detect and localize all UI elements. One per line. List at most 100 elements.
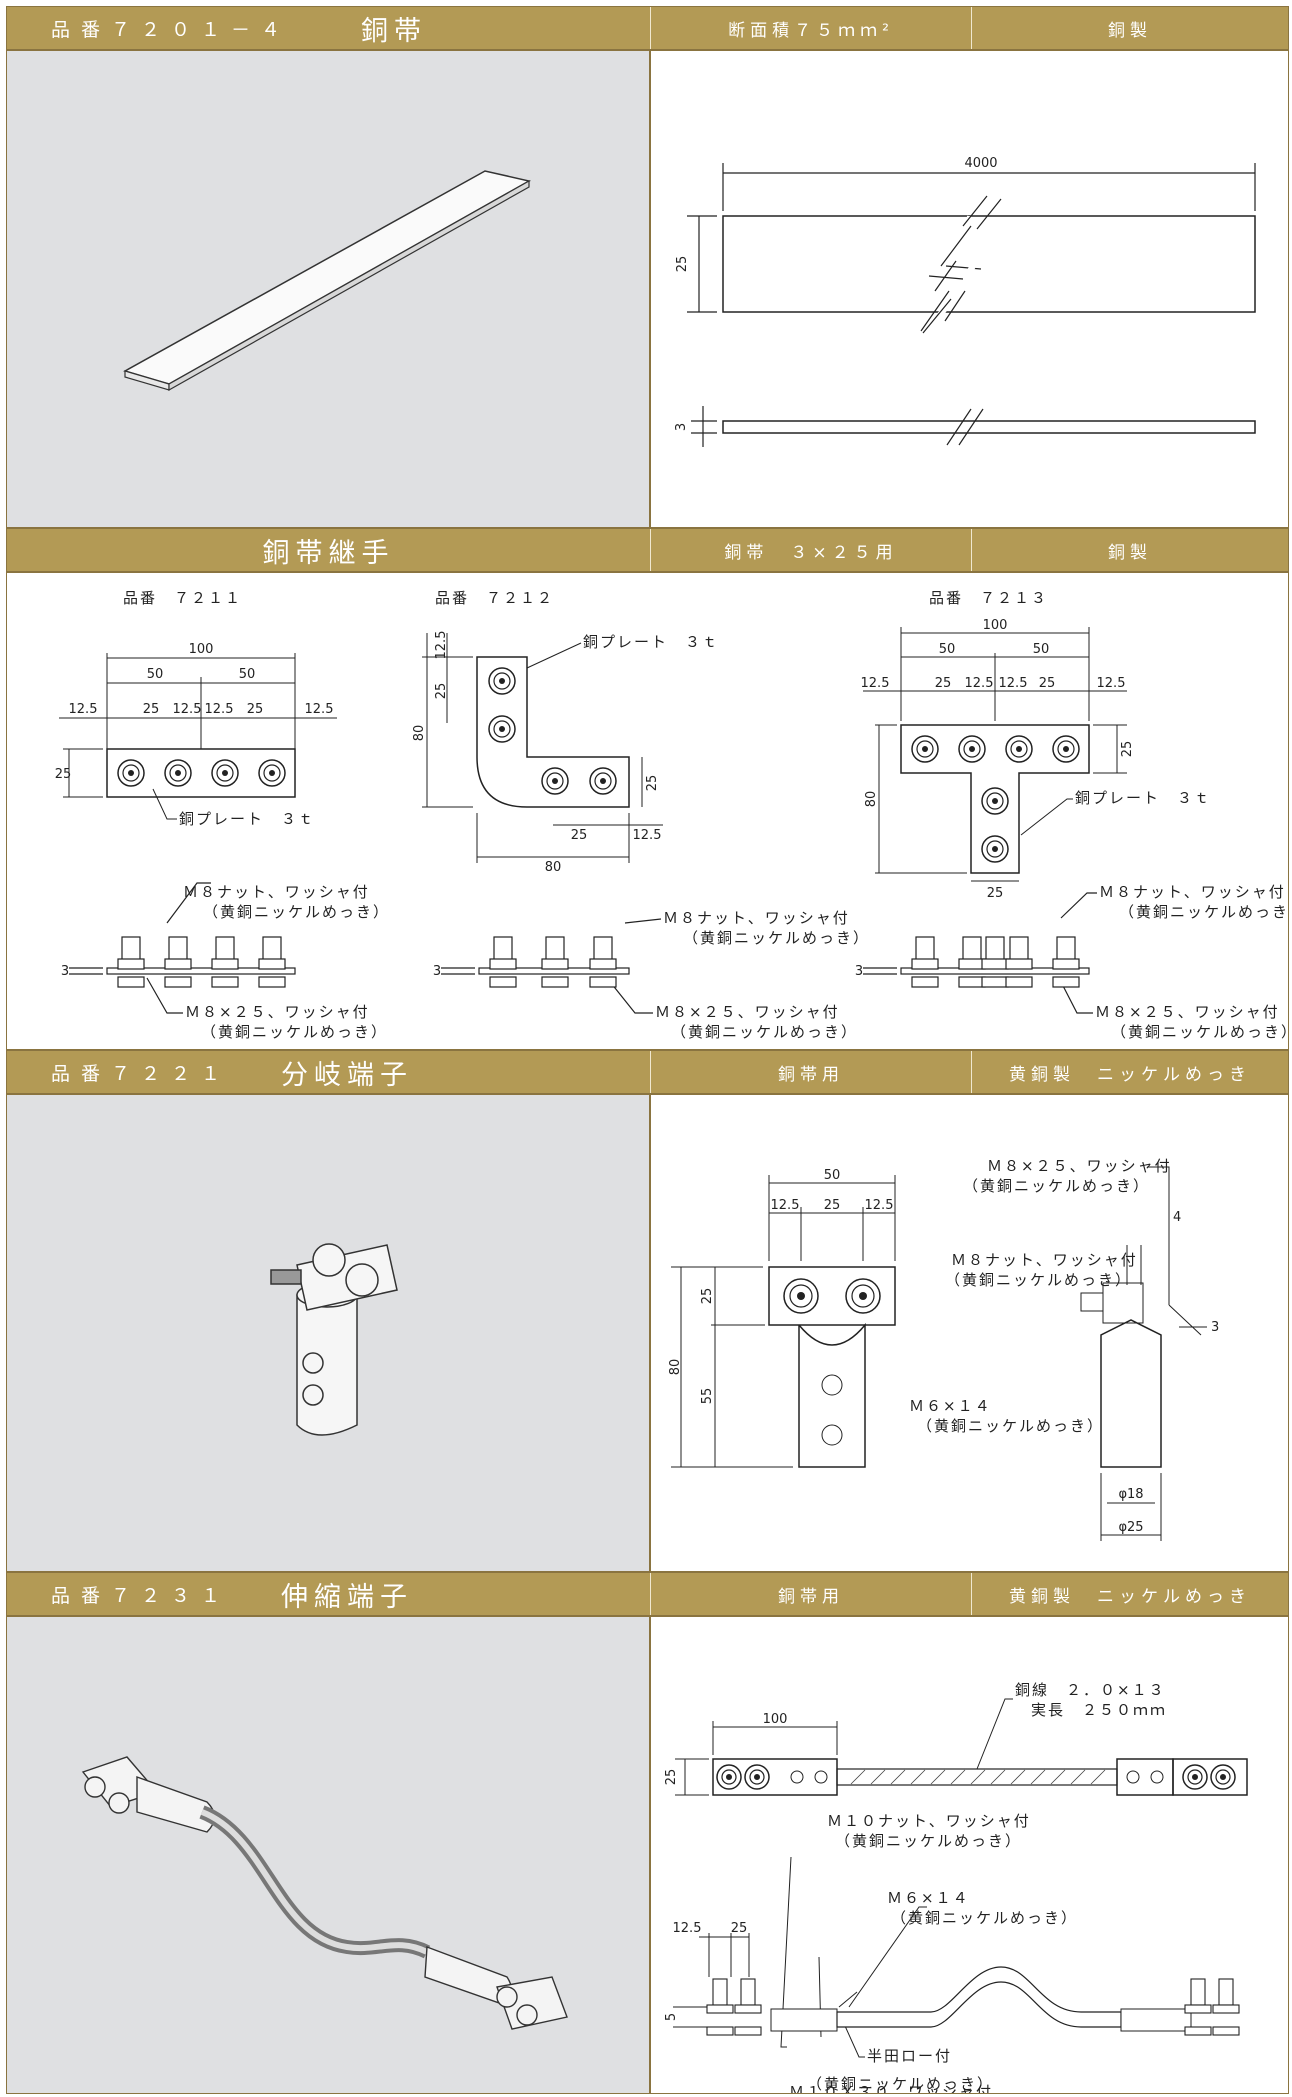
- wire-length-label: 実長 ２５０ｍｍ: [1031, 1701, 1167, 1719]
- plate-label: 銅プレート ３ｔ: [179, 810, 315, 828]
- nut-label: Ｍ８ナット、ワッシャ付: [183, 883, 370, 901]
- dim-25: 25: [571, 828, 588, 843]
- dim-50: 50: [824, 1168, 841, 1183]
- dim-80: 80: [668, 1359, 683, 1376]
- dim-12-5: 12.5: [999, 676, 1028, 691]
- plate-label: 銅プレート ３ｔ: [583, 633, 719, 651]
- screw-label: Ｍ６×１４: [887, 1889, 970, 1907]
- plating-label: （黄銅ニッケルめっき）: [683, 929, 870, 947]
- dim-12-5: 12.5: [205, 702, 234, 717]
- strip-length: 4000: [964, 156, 997, 171]
- plating-label: （黄銅ニッケルめっき）: [201, 1023, 388, 1041]
- dim-12-5: 12.5: [673, 1921, 702, 1936]
- dim-25: 25: [664, 1769, 679, 1786]
- copper-strip-illustration: [123, 170, 532, 392]
- dim-25: 25: [824, 1198, 841, 1213]
- bolt-label: Ｍ８×２５、ワッシャ付: [655, 1003, 840, 1021]
- dim-50: 50: [239, 667, 256, 682]
- plating-label: （黄銅ニッケルめっき）: [945, 1271, 1132, 1289]
- product-name: 銅帯: [361, 15, 428, 47]
- dim-25: 25: [1120, 741, 1135, 758]
- strip-width: 25: [675, 256, 690, 273]
- expansion-drawing-panel: 100 25 12.5 25 5 銅線 ２．０×１３ 実長 ２５０ｍｍ Ｍ１０ナ…: [650, 1616, 1289, 2097]
- branch-drawing-panel: 50 12.5 25 12.5 80 25 55 Ｍ８×２５、ワッシャ付 （黄銅…: [650, 1094, 1289, 1572]
- plating-label: （黄銅ニッケルめっき）: [1119, 903, 1288, 921]
- dim-25: 25: [987, 886, 1004, 901]
- dim-80: 80: [545, 860, 562, 875]
- joints-drawing: 品番 ７２１１ 100 50 50 12.5 25 12.5 12.5 25 1…: [55, 589, 1292, 1041]
- strip-thickness: 3: [674, 423, 689, 431]
- expansion-terminal-drawing: 100 25 12.5 25 5 銅線 ２．０×１３ 実長 ２５０ｍｍ Ｍ１０ナ…: [664, 1681, 1248, 2097]
- plating-label: （黄銅ニッケルめっき）: [807, 2075, 994, 2093]
- dim-25: 25: [143, 702, 160, 717]
- dim-25: 25: [700, 1288, 715, 1305]
- dim-12-5: 12.5: [434, 631, 449, 660]
- wire-label: 銅線 ２．０×１３: [1015, 1681, 1166, 1699]
- plating-label: （黄銅ニッケルめっき）: [203, 903, 390, 921]
- bolt-label: Ｍ８×２５、ワッシャ付: [987, 1157, 1172, 1175]
- product-name: 伸縮端子: [281, 1581, 414, 1613]
- dim-25: 25: [55, 767, 72, 782]
- product-material: 黄銅製 ニッケルめっき: [1009, 1064, 1251, 1085]
- copper-strip-drawing: 4000 25 3: [674, 156, 1256, 447]
- dim-12-5: 12.5: [173, 702, 202, 717]
- dim-3: 3: [433, 964, 441, 979]
- bolt-label: Ｍ８×２５、ワッシャ付: [1095, 1003, 1280, 1021]
- dim-12-5: 12.5: [1097, 676, 1126, 691]
- nut-label: Ｍ１０ナット、ワッシャ付: [827, 1812, 1031, 1830]
- dim-3: 3: [855, 964, 863, 979]
- product-material: 黄銅製 ニッケルめっき: [1009, 1586, 1251, 1607]
- plating-label: （黄銅ニッケルめっき）: [671, 1023, 858, 1041]
- dim-100: 100: [763, 1712, 788, 1727]
- dim-12-5: 12.5: [861, 676, 890, 691]
- product-spec: 銅帯用: [778, 1064, 844, 1085]
- plating-label: （黄銅ニッケルめっき）: [963, 1177, 1150, 1195]
- dim-12-5: 12.5: [305, 702, 334, 717]
- dim-50: 50: [147, 667, 164, 682]
- strip-drawing-panel: 4000 25 3: [650, 50, 1289, 528]
- expansion-photo-panel: [6, 1616, 650, 2094]
- dim-phi18: φ18: [1118, 1487, 1143, 1502]
- dim-4: 4: [1173, 1210, 1181, 1225]
- plating-label: （黄銅ニッケルめっき）: [1111, 1023, 1288, 1041]
- dim-25: 25: [645, 775, 660, 792]
- plating-label: （黄銅ニッケルめっき）: [917, 1417, 1104, 1435]
- dim-25: 25: [935, 676, 952, 691]
- nut-label: Ｍ８ナット、ワッシャ付: [663, 909, 850, 927]
- nut-label: Ｍ８ナット、ワッシャ付: [951, 1251, 1138, 1269]
- joints-drawing-panel: 品番 ７２１１ 100 50 50 12.5 25 12.5 12.5 25 1…: [6, 572, 1292, 1050]
- bolt-label: Ｍ８×２５、ワッシャ付: [185, 1003, 370, 1021]
- branch-photo-panel: [6, 1094, 650, 1572]
- product-name: 銅帯継手: [262, 537, 395, 569]
- dim-80: 80: [864, 791, 879, 808]
- product-number: 品番７２３１: [51, 1584, 232, 1607]
- dim-25: 25: [1039, 676, 1056, 691]
- section-header-copper-strip: 品番７２０１－４ 銅帯 断面積７５ｍｍ² 銅製: [6, 6, 1289, 50]
- product-material: 銅製: [1108, 20, 1152, 41]
- dim-50: 50: [939, 642, 956, 657]
- product-number: 品番７２２１: [51, 1062, 232, 1085]
- strip-photo-panel: [6, 50, 650, 528]
- dim-12-5: 12.5: [771, 1198, 800, 1213]
- dim-50: 50: [1033, 642, 1050, 657]
- dim-12-5: 12.5: [633, 828, 662, 843]
- dim-3: 3: [1211, 1320, 1219, 1335]
- dim-12-5: 12.5: [865, 1198, 894, 1213]
- dim-phi25: φ25: [1118, 1520, 1143, 1535]
- dim-3: 3: [61, 964, 69, 979]
- dim-80: 80: [412, 725, 427, 742]
- section-header-expansion-terminal: 品番７２３１ 伸縮端子 銅帯用 黄銅製 ニッケルめっき: [6, 1572, 1289, 1616]
- product-spec: 断面積７５ｍｍ²: [728, 20, 894, 41]
- section-header-branch-terminal: 品番７２２１ 分岐端子 銅帯用 黄銅製 ニッケルめっき: [6, 1050, 1289, 1094]
- dim-25: 25: [731, 1921, 748, 1936]
- dim-100: 100: [189, 642, 214, 657]
- product-name: 分岐端子: [281, 1059, 414, 1091]
- plating-label: （黄銅ニッケルめっき）: [835, 1832, 1022, 1850]
- product-spec: 銅帯用: [778, 1586, 844, 1607]
- dim-25: 25: [434, 683, 449, 700]
- product-number: 品番７２０１－４: [51, 18, 292, 41]
- product-material: 銅製: [1108, 542, 1152, 563]
- plate-label: 銅プレート ３ｔ: [1075, 789, 1211, 807]
- section-header-joints: 銅帯継手 銅帯 ３×２５用 銅製: [6, 528, 1289, 572]
